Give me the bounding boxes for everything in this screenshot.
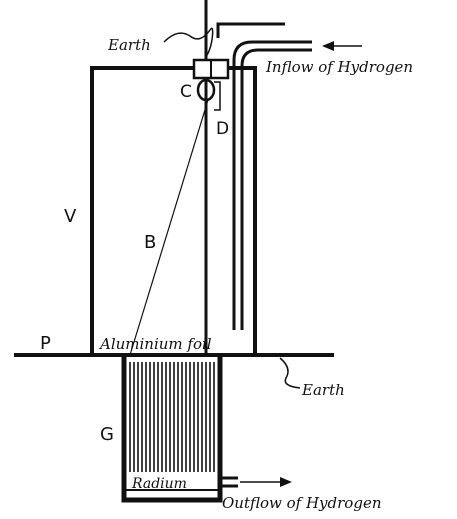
label-radium: Radium — [131, 476, 187, 492]
vessel-v-outline — [90, 66, 257, 355]
outflow-tube — [218, 476, 238, 488]
label-inflow: Inflow of Hydrogen — [265, 58, 413, 76]
inflow-tube-outer — [232, 40, 312, 330]
plate-p — [14, 353, 334, 357]
label-p: P — [40, 333, 51, 354]
label-aluminium-foil: Aluminium foil — [98, 335, 212, 353]
label-v: V — [64, 206, 77, 227]
fibre-b — [129, 99, 209, 356]
label-b: B — [144, 232, 156, 253]
earth-right-wire — [279, 357, 301, 389]
inflow-arrow-head — [322, 41, 334, 51]
radium-coil — [129, 362, 215, 472]
label-g: G — [100, 424, 114, 445]
label-earth-right: Earth — [301, 381, 345, 399]
inflow-tube-inner — [240, 48, 312, 330]
earth-top-wire — [163, 27, 214, 59]
earth-top-tube — [216, 22, 285, 38]
label-d: D — [216, 119, 229, 139]
radium-vessel-g — [121, 357, 223, 503]
label-outflow: Outflow of Hydrogen — [222, 494, 381, 512]
outflow-arrow-head — [280, 477, 292, 487]
label-earth-top: Earth — [107, 36, 151, 54]
label-c: C — [180, 82, 192, 102]
leaf-d — [214, 81, 221, 111]
electrometer-loop — [196, 78, 216, 102]
